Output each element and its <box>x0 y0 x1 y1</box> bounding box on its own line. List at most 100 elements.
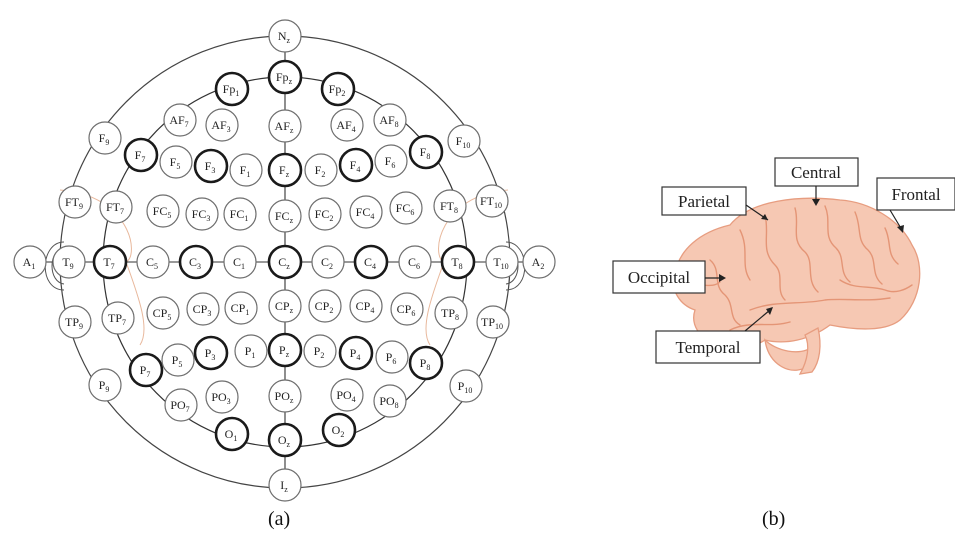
electrode-label: P3 <box>205 346 216 362</box>
electrode-label: AF3 <box>211 118 230 134</box>
electrode-label: P7 <box>140 363 151 379</box>
electrode-label: Fz <box>279 163 290 179</box>
electrode-label: Fp2 <box>329 82 346 98</box>
electrode-label: F2 <box>315 163 326 179</box>
brain-fold <box>884 227 899 265</box>
electrode-label: P2 <box>314 344 325 360</box>
electrode-label: AF7 <box>169 113 188 129</box>
electrode-circle <box>522 245 556 279</box>
brain-fold <box>839 279 913 293</box>
electrode-afz: AFz <box>268 109 302 143</box>
electrode-label: P4 <box>350 346 361 362</box>
electrode-fc2: FC2 <box>308 197 342 231</box>
electrode-po3: PO3 <box>205 380 239 414</box>
electrode-cp5: CP5 <box>146 296 180 330</box>
brain-fold <box>749 297 891 311</box>
electrode-circle <box>205 380 239 414</box>
electrode-label: C6 <box>408 255 420 271</box>
electrode-p5: P5 <box>161 343 195 377</box>
electrode-label: FC3 <box>192 207 211 223</box>
electrode-circle <box>338 147 374 183</box>
frontal-box <box>876 177 955 211</box>
electrode-c1: C1 <box>223 245 257 279</box>
frontal-label: Frontal <box>891 185 940 204</box>
electrode-t7: T7 <box>92 244 128 280</box>
electrode-fcz: FCz <box>268 199 302 233</box>
electrode-c4: C4 <box>353 244 389 280</box>
electrode-ft7: FT7 <box>99 190 133 224</box>
electrode-label: TP9 <box>65 315 83 331</box>
electrode-circle <box>223 197 257 231</box>
electrode-ft10: FT10 <box>475 184 509 218</box>
electrode-circle <box>193 148 229 184</box>
electrode-af7: AF7 <box>163 103 197 137</box>
electrode-label: F5 <box>170 155 181 171</box>
electrode-label: FT10 <box>480 194 502 210</box>
electrode-label: F6 <box>385 154 396 170</box>
central-label: Central <box>791 163 841 182</box>
electrode-label: FC5 <box>153 204 172 220</box>
electrode-label: FT7 <box>106 200 124 216</box>
electrode-circle <box>433 189 467 223</box>
panel-a-caption: (a) <box>268 508 291 530</box>
brain-fold <box>824 205 851 283</box>
electrode-circle <box>58 305 92 339</box>
temporal-arrowhead <box>766 307 773 315</box>
electrode-label: F8 <box>420 145 431 161</box>
electrode-label: P1 <box>245 344 256 360</box>
electrode-circle <box>321 412 357 448</box>
electrode-p4: P4 <box>338 335 374 371</box>
electrode-circle <box>303 334 337 368</box>
electrode-label: AF8 <box>379 113 398 129</box>
electrode-label: F3 <box>205 159 216 175</box>
electrode-po7: PO7 <box>164 388 198 422</box>
electrode-circle <box>214 71 250 107</box>
electrode-label: T9 <box>62 255 73 271</box>
electrode-circle <box>373 103 407 137</box>
electrode-label: O1 <box>225 427 238 443</box>
electrode-cp6: CP6 <box>390 292 424 326</box>
electrode-circle <box>440 244 476 280</box>
electrode-o1: O1 <box>214 416 250 452</box>
electrode-label: Cz <box>278 255 290 271</box>
electrode-label: CP2 <box>315 299 334 315</box>
electrode-label: CP6 <box>397 302 416 318</box>
brain-fold <box>729 321 791 331</box>
electrode-label: F10 <box>456 134 471 150</box>
electrode-label: PO7 <box>170 398 189 414</box>
electrode-circle <box>146 296 180 330</box>
brain-lobes-diagram: Parietal Central Frontal Occipital Tempo… <box>612 157 955 375</box>
electrode-circle <box>308 197 342 231</box>
electrode-fp2: Fp2 <box>320 71 356 107</box>
electrode-f3: F3 <box>193 148 229 184</box>
electrode-label: FC4 <box>356 205 375 221</box>
electrode-cp1: CP1 <box>224 291 258 325</box>
electrode-circle <box>311 245 345 279</box>
electrode-t9: T9 <box>52 245 86 279</box>
electrode-t8: T8 <box>440 244 476 280</box>
electrode-circle <box>268 199 302 233</box>
electrode-label: FT8 <box>440 199 458 215</box>
electrode-label: PO4 <box>336 388 355 404</box>
temporal-box <box>655 330 761 364</box>
electrode-circle <box>268 468 302 502</box>
electrode-fp1: Fp1 <box>214 71 250 107</box>
electrode-circle <box>320 71 356 107</box>
electrode-label: O2 <box>332 423 345 439</box>
brain-fold <box>764 214 786 301</box>
electrode-label: Oz <box>278 433 291 449</box>
electrode-cp2: CP2 <box>308 289 342 323</box>
electrode-label: CP1 <box>231 301 250 317</box>
electrode-circle <box>163 103 197 137</box>
electrode-label: C5 <box>146 255 158 271</box>
electrode-circle <box>390 292 424 326</box>
electrode-label: F7 <box>135 148 146 164</box>
electrode-p9: P9 <box>88 368 122 402</box>
electrode-circle <box>408 345 444 381</box>
electrode-fc1: FC1 <box>223 197 257 231</box>
electrode-label: A2 <box>532 255 545 271</box>
electrode-label: F9 <box>99 131 110 147</box>
electrode-circle <box>349 195 383 229</box>
